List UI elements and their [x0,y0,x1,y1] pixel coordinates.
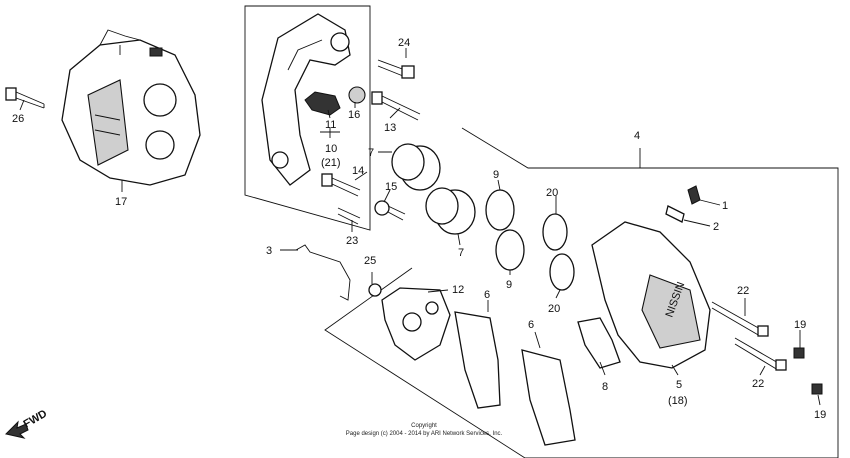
callout-22-upper: 22 [737,285,749,297]
callout-9-lower: 9 [506,279,512,291]
callout-14: 14 [352,165,364,177]
bolt-23 [337,207,361,225]
callout-23: 23 [346,235,358,247]
callout-1: 1 [722,200,728,212]
copyright-line-1: Copyright [411,423,437,429]
caliper-bracket-10 [261,13,351,186]
caliper-body-5: NISSIN [591,221,711,369]
callout-7-lower: 7 [458,247,464,259]
pad-spring-11 [304,91,341,116]
callout-7-upper: 7 [368,147,374,159]
piston-7-upper [391,143,441,191]
pin-13 [371,91,421,121]
callout-17: 17 [115,196,127,208]
brake-pad-6-left [454,311,501,409]
shim-12 [381,287,451,361]
callout-4: 4 [634,130,640,142]
callout-24: 24 [398,37,410,49]
leader-lines [19,45,821,406]
spring-3 [295,244,351,301]
callout-13: 13 [384,122,396,134]
callout-5: 5 [676,379,682,391]
plug-19-lower [811,383,823,395]
assembly-frame [324,127,839,458]
brake-pad-6-right [521,349,576,446]
callout-9-upper: 9 [493,169,499,181]
callout-10-alt: (21) [321,157,341,169]
callout-20-upper: 20 [546,187,558,199]
pin-22-lower [734,337,787,371]
bleeder-cap-2 [665,205,685,223]
copyright-line-2: Page design (c) 2004 - 2014 by ARI Netwo… [346,431,503,437]
bolt-25 [368,283,382,297]
callout-19-lower: 19 [814,409,826,421]
pad-spring-8 [577,317,621,369]
callout-6-right: 6 [528,319,534,331]
callout-22-lower: 22 [752,378,764,390]
callout-25: 25 [364,255,376,267]
callout-3: 3 [266,245,272,257]
callout-5-alt: (18) [668,395,688,407]
callout-8: 8 [602,381,608,393]
nut-16 [348,86,366,104]
callout-16: 16 [348,109,360,121]
piston-7-lower [425,187,476,235]
callout-2: 2 [713,221,719,233]
caliper-assembly-17 [61,29,201,186]
bleeder-valve-1 [687,185,701,205]
pin-22-upper [711,301,769,337]
callout-20-lower: 20 [548,303,560,315]
dust-seal-20 [542,213,575,291]
callout-10: 10 [325,143,337,155]
plug-19-upper [793,347,805,359]
callout-11: 11 [325,119,336,131]
callout-12: 12 [452,284,464,296]
callout-labels: 26 17 24 16 11 13 10 (21) 7 14 15 23 3 2… [12,37,826,421]
bolt-15 [374,200,406,221]
fwd-arrow-icon [5,420,29,439]
fwd-label: FWD [22,408,50,431]
callout-6-left: 6 [484,289,490,301]
piston-seal-9 [485,189,525,271]
callout-26: 26 [12,113,24,125]
pin-14 [321,173,361,197]
bolt-26 [5,87,45,109]
callout-15: 15 [385,181,397,193]
bolt-24 [377,59,415,79]
forward-direction-indicator: FWD [5,408,50,439]
callout-19-upper: 19 [794,319,806,331]
inset-frame-upper [244,5,371,231]
